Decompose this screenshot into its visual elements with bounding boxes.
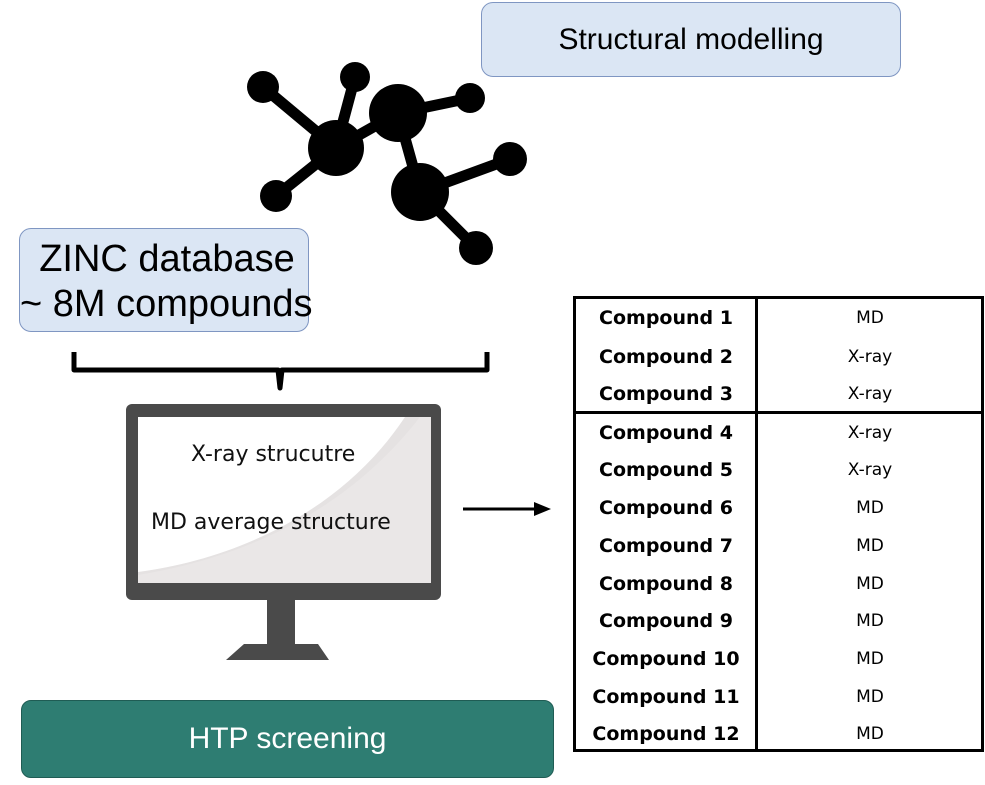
table-row-name: Compound 4 bbox=[599, 422, 733, 444]
table-row-name: Compound 8 bbox=[599, 573, 733, 595]
table-row-name: Compound 9 bbox=[599, 610, 733, 632]
table-row-method: MD bbox=[856, 498, 884, 518]
zinc-database-box bbox=[19, 228, 309, 332]
monitor-text-md: MD average structure bbox=[151, 510, 391, 535]
htp-screening-label: HTP screening bbox=[188, 722, 387, 755]
table-column-divider bbox=[755, 296, 758, 752]
arrow bbox=[463, 502, 551, 516]
bracket bbox=[71, 352, 490, 391]
table-row-method: MD bbox=[856, 649, 884, 669]
table-row-name: Compound 1 bbox=[599, 307, 733, 329]
table-row-name: Compound 11 bbox=[592, 686, 740, 708]
table-row-method: MD bbox=[856, 308, 884, 328]
table-row-name: Compound 2 bbox=[599, 346, 733, 368]
compound-table bbox=[573, 296, 984, 752]
zinc-database-label: ZINC database bbox=[39, 238, 295, 280]
table-row-name: Compound 3 bbox=[599, 383, 733, 405]
monitor-text-xray: X-ray strucutre bbox=[191, 442, 356, 467]
structural-modelling-label: Structural modelling bbox=[558, 22, 824, 56]
table-row-method: MD bbox=[856, 687, 884, 707]
monitor-icon bbox=[126, 404, 441, 660]
zinc-compound-count: ~ 8M compounds bbox=[20, 283, 313, 325]
table-row-method: X-ray bbox=[847, 460, 893, 480]
table-row-divider bbox=[573, 411, 984, 414]
structural-modelling-box: Structural modelling bbox=[481, 2, 901, 77]
table-row-method: MD bbox=[856, 611, 884, 631]
table-row-method: X-ray bbox=[847, 423, 893, 443]
table-row-method: X-ray bbox=[847, 347, 893, 367]
table-row-name: Compound 7 bbox=[599, 535, 733, 557]
table-row-name: Compound 12 bbox=[592, 723, 740, 745]
table-row-name: Compound 6 bbox=[599, 497, 733, 519]
table-row-method: MD bbox=[856, 536, 884, 556]
molecule-icon bbox=[247, 62, 527, 265]
table-row-name: Compound 10 bbox=[592, 648, 740, 670]
table-row-method: X-ray bbox=[847, 384, 893, 404]
table-row-method: MD bbox=[856, 724, 884, 744]
table-row-name: Compound 5 bbox=[599, 459, 733, 481]
table-row-method: MD bbox=[856, 574, 884, 594]
htp-screening-box: HTP screening bbox=[21, 700, 554, 778]
